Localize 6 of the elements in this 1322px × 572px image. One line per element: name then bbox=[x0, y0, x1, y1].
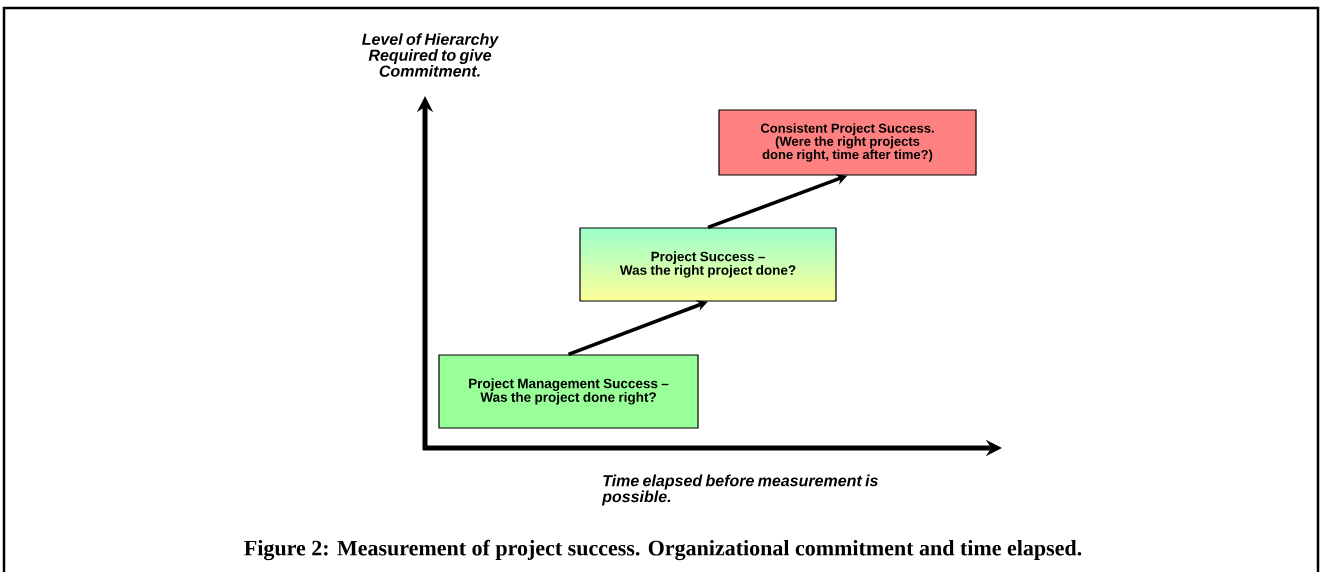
figure-caption: Figure 2: Measurement of project success. Organizational commitment and time elapsed. bbox=[244, 539, 1082, 561]
process-box: Project Success – Was the right project done? bbox=[579, 227, 837, 302]
axis-label: Time elapsed before measurement is possible. bbox=[601, 474, 878, 506]
axis-label: Level of Hierarchy Required to give Commitment. bbox=[362, 33, 499, 77]
process-box: Consistent Project Success. (Were the right projects done right, time after time?) bbox=[718, 109, 977, 176]
process-box: Project Management Success – Was the project done right? bbox=[438, 354, 699, 429]
